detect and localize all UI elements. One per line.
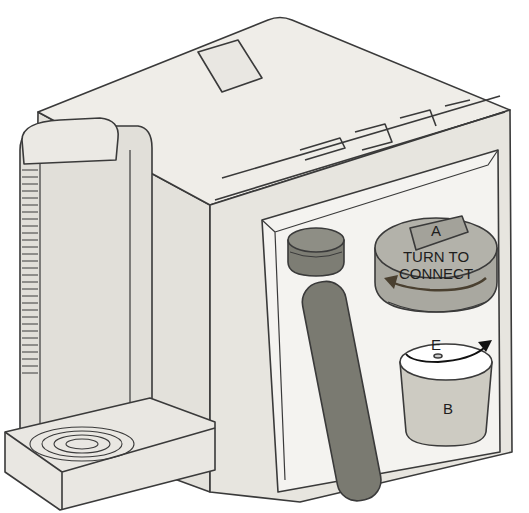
part-label: B: [428, 400, 468, 417]
drip-grate: [30, 427, 134, 461]
filter-tube: [299, 278, 385, 504]
tube-cap-ring: [290, 252, 342, 257]
top-slots: [300, 100, 470, 160]
cavity-edge: [262, 150, 498, 480]
drip-tray: [5, 398, 215, 510]
arrow-head: [384, 275, 398, 289]
instruction-text: TURN TO CONNECT: [382, 248, 490, 282]
part-b-top: [400, 344, 492, 380]
part-label: E: [416, 336, 456, 353]
control-cap: [22, 118, 118, 164]
reservoir-ribs: [22, 170, 38, 373]
part-e-center: [434, 354, 442, 358]
drip-tray-edge: [5, 428, 215, 510]
part-a-knob: [410, 216, 468, 250]
brew-cavity: [262, 150, 500, 492]
tube-cap-top: [288, 228, 344, 252]
reservoir-edge: [40, 150, 130, 440]
part-a-rim: [388, 302, 486, 312]
turn-arrow: [406, 348, 484, 362]
arrow-head: [478, 340, 492, 352]
part-label: A: [416, 222, 456, 239]
display: [198, 40, 262, 92]
